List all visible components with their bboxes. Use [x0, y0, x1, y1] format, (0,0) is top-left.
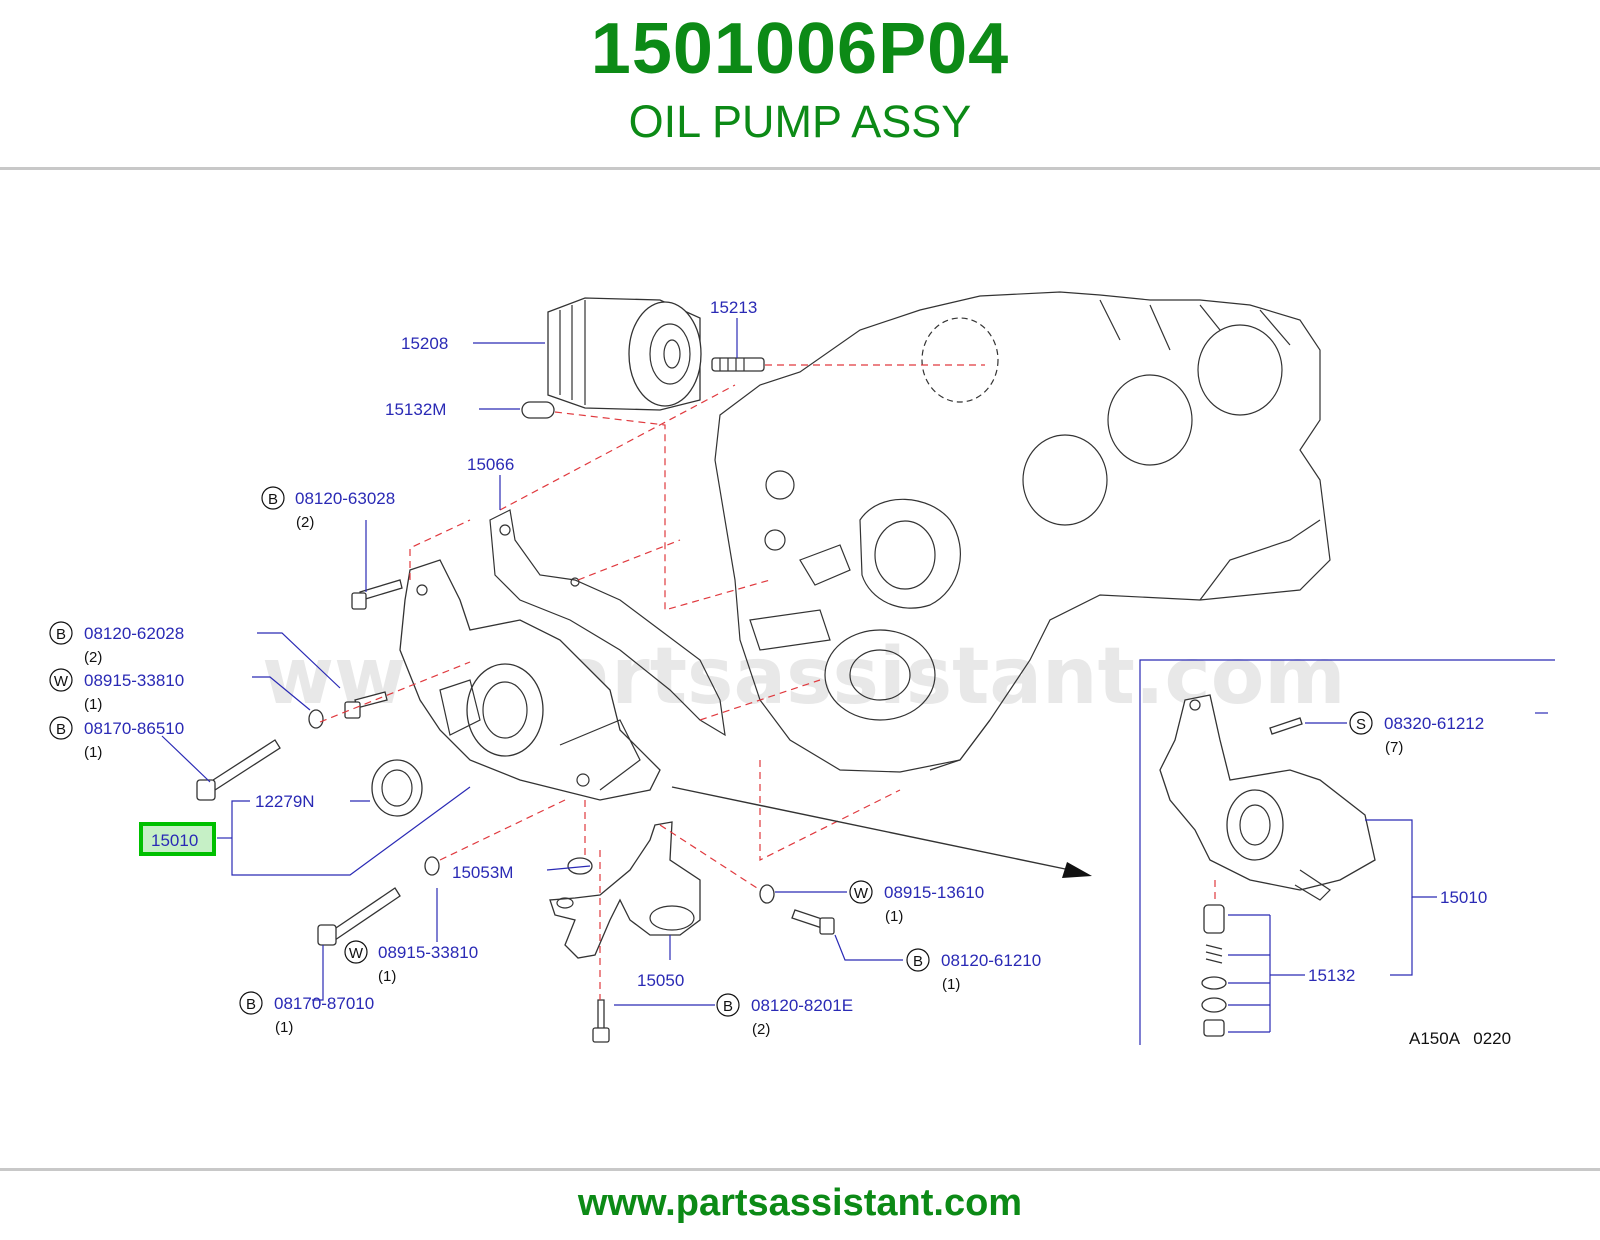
washer-08915-33810-bottom-drawing: [424, 856, 440, 876]
qty-08170-86510: (1): [84, 744, 102, 761]
engine-block-drawing: [714, 291, 1331, 773]
qty-08120-63028: (2): [296, 514, 314, 531]
qty-08320-61212: (7): [1385, 739, 1403, 756]
bolt-08120-8201E-drawing: [592, 999, 610, 1043]
footer-divider: [0, 1168, 1600, 1171]
gasket-15053M-drawing: [567, 857, 593, 875]
label-08120-63028[interactable]: 08120-63028: [295, 489, 395, 508]
inset-arrow: [671, 786, 1092, 878]
svg-text:W: W: [54, 673, 69, 690]
svg-text:B: B: [56, 626, 66, 643]
guide-lines: [319, 364, 985, 1000]
label-15010-highlighted[interactable]: 15010: [151, 831, 198, 850]
label-08120-62028[interactable]: 08120-62028: [84, 624, 184, 643]
label-08170-87010[interactable]: 08170-87010: [274, 994, 374, 1013]
label-08915-13610[interactable]: 08915-13610: [884, 883, 984, 902]
bolt-08170-87010-drawing: [317, 887, 401, 946]
qty-08915-33810-bottom: (1): [378, 968, 396, 985]
svg-text:S: S: [1356, 716, 1366, 733]
highlight-box-15010[interactable]: [139, 822, 216, 856]
gasket-drawing: [489, 509, 726, 737]
badge-b-08120-8201E: B: [716, 993, 740, 1017]
washer-08915-13610-drawing: [759, 884, 775, 904]
strainer-drawing: [549, 821, 701, 959]
svg-text:W: W: [349, 945, 364, 962]
svg-text:B: B: [268, 491, 278, 508]
label-15053M[interactable]: 15053M: [452, 863, 513, 882]
badge-b-08170-86510: B: [49, 716, 73, 740]
pin-drawing: [521, 401, 555, 419]
part-name-subtitle: OIL PUMP ASSY: [628, 96, 972, 147]
qty-08120-61210: (1): [942, 976, 960, 993]
badge-b-08120-61210: B: [906, 948, 930, 972]
badge-b-08120-62028: B: [49, 621, 73, 645]
svg-text:B: B: [723, 998, 733, 1015]
label-08120-61210[interactable]: 08120-61210: [941, 951, 1041, 970]
svg-text:B: B: [913, 953, 923, 970]
bolt-08120-62028-drawing: [344, 691, 388, 719]
label-08320-61212[interactable]: 08320-61212: [1384, 714, 1484, 733]
bolt-08170-86510-drawing: [196, 739, 281, 801]
diagram-reference-code: A150A 0220: [1409, 1029, 1511, 1048]
header-divider: [0, 167, 1600, 170]
badge-w-08915-33810-top: W: [49, 668, 73, 692]
qty-08120-8201E: (2): [752, 1021, 770, 1038]
oil-seal-drawing: [371, 759, 423, 817]
label-12279N[interactable]: 12279N: [255, 792, 315, 811]
bolt-08120-63028-drawing: [351, 579, 403, 610]
qty-08915-13610: (1): [885, 908, 903, 925]
svg-text:B: B: [246, 996, 256, 1013]
part-number-title: 1501006P04: [590, 9, 1010, 89]
oil-pump-drawing: [399, 559, 661, 801]
label-15213[interactable]: 15213: [710, 298, 757, 317]
washer-08915-33810-top-drawing: [308, 709, 324, 729]
bolt-08120-61210-drawing: [791, 909, 835, 935]
inset-frame: [1139, 659, 1555, 1045]
badge-s-08320-61212: S: [1349, 711, 1373, 735]
label-15208[interactable]: 15208: [401, 334, 448, 353]
label-08170-86510[interactable]: 08170-86510: [84, 719, 184, 738]
label-15132[interactable]: 15132: [1308, 966, 1355, 985]
svg-text:B: B: [56, 721, 66, 738]
badge-w-08915-33810-bottom: W: [344, 940, 368, 964]
page-header: 1501006P04 OIL PUMP ASSY: [0, 0, 1600, 168]
badge-w-08915-13610: W: [849, 880, 873, 904]
label-08915-33810-top[interactable]: 08915-33810: [84, 671, 184, 690]
badge-b-08170-87010: B: [239, 991, 263, 1015]
inset-oil-pump-drawing: [1159, 694, 1376, 901]
badge-b-08120-63028: B: [261, 486, 285, 510]
label-08915-33810-bottom[interactable]: 08915-33810: [378, 943, 478, 962]
label-15132M[interactable]: 15132M: [385, 400, 446, 419]
qty-08170-87010: (1): [275, 1019, 293, 1036]
relief-valve-parts-drawing: [1201, 904, 1227, 1037]
label-15050[interactable]: 15050: [637, 971, 684, 990]
oil-filter-drawing: [547, 297, 702, 411]
qty-08120-62028: (2): [84, 649, 102, 666]
footer-url[interactable]: www.partsassistant.com: [577, 1182, 1023, 1224]
stud-drawing: [711, 357, 765, 372]
label-15066[interactable]: 15066: [467, 455, 514, 474]
qty-08915-33810-top: (1): [84, 696, 102, 713]
label-08120-8201E[interactable]: 08120-8201E: [751, 996, 853, 1015]
label-15010-inset[interactable]: 15010: [1440, 888, 1487, 907]
svg-text:W: W: [854, 885, 869, 902]
leader-lines: [161, 318, 1548, 1033]
